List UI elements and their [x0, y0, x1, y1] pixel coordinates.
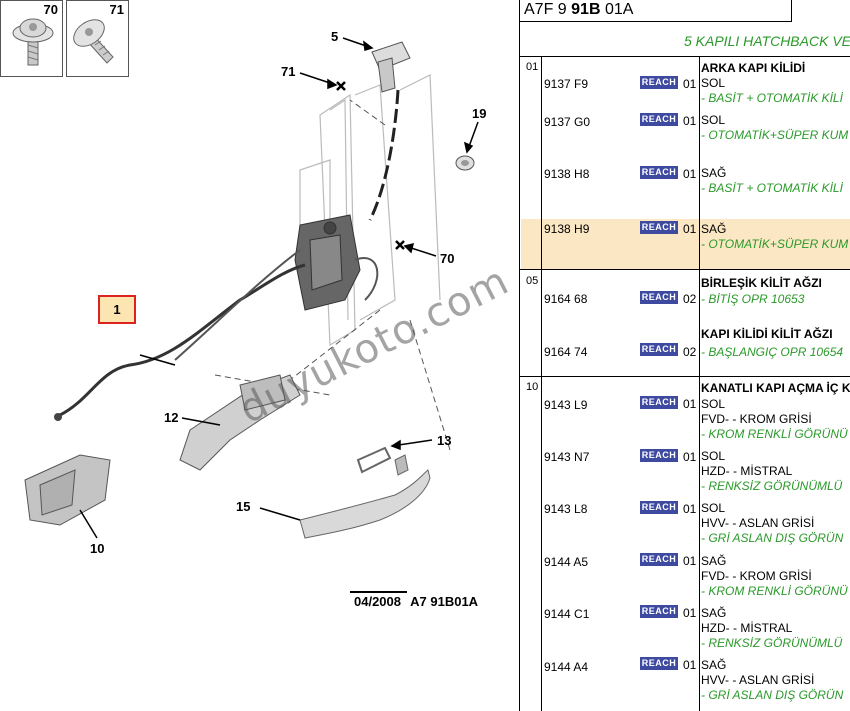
part-number: 9143 L8 [544, 502, 588, 516]
reach-badge: REACH [640, 113, 678, 126]
reach-badge: REACH [640, 449, 678, 462]
part-13-gasket [356, 446, 392, 474]
reach-badge: REACH [640, 501, 678, 514]
callout-13: 13 [437, 433, 452, 448]
reach-badge: REACH [640, 657, 678, 670]
part-number: 9144 C1 [544, 607, 590, 621]
screw-icon [12, 18, 54, 66]
panel-title: A7F 9 91B 01A [520, 0, 792, 22]
drawing-code: A7 91B01A [410, 594, 479, 609]
part-number: 9137 F9 [544, 77, 589, 91]
part-15-handle [299, 454, 431, 539]
reach-badge: REACH [640, 343, 678, 356]
quantity: 01 [683, 502, 697, 516]
quantity: 01 [683, 167, 697, 181]
callout-1-highlighted[interactable]: 1 [98, 295, 136, 324]
part-5-striker [371, 41, 411, 93]
part-description: SAĞ- OTOMATİK+SÜPER KUM [701, 222, 849, 251]
callout-15: 15 [236, 499, 251, 514]
callout-71: 71 [281, 64, 296, 79]
column-divider [541, 56, 542, 711]
group-number: 10 [526, 381, 539, 393]
part-number: 9138 H8 [544, 167, 590, 181]
part-10-module [24, 454, 111, 526]
quantity: 01 [683, 77, 697, 91]
reach-badge: REACH [640, 553, 678, 566]
reach-badge: REACH [640, 221, 678, 234]
thumbnail-number: 70 [43, 2, 58, 17]
part-12-bracket [179, 374, 301, 471]
part-number: 9164 74 [544, 345, 588, 359]
quantity: 01 [683, 554, 697, 568]
part-description: SOL- OTOMATİK+SÜPER KUM [701, 113, 849, 142]
group-separator [520, 376, 850, 377]
part-number: 9164 68 [544, 292, 588, 306]
part-number: 9143 N7 [544, 450, 590, 464]
group-name: BİRLEŞİK KİLİT AĞZI [701, 276, 822, 290]
group-name: ARKA KAPI KİLİDİ [701, 61, 806, 75]
quantity: 02 [683, 292, 697, 306]
drawing-date: 04/2008 [350, 591, 407, 609]
quantity: 01 [683, 397, 697, 411]
part-19-grommet [455, 155, 475, 171]
reach-badge: REACH [640, 396, 678, 409]
column-divider [699, 56, 700, 711]
drawing-reference: 04/2008 A7 91B01A [350, 591, 479, 609]
reach-badge: REACH [640, 166, 678, 179]
part-number: 9138 H9 [544, 222, 590, 236]
callout-19: 19 [472, 106, 487, 121]
quantity: 01 [683, 606, 697, 620]
part-lock-body [294, 214, 361, 311]
group-name: KANATLI KAPI AÇMA İÇ K [701, 381, 850, 395]
group-number: 01 [526, 61, 539, 73]
assembly-drawing [24, 37, 479, 539]
quantity: 01 [683, 114, 697, 128]
reach-badge: REACH [640, 605, 678, 618]
callout-70: 70 [440, 251, 455, 266]
thumbnail-number: 71 [109, 2, 124, 17]
group-subheading: KAPI KİLİDİ KİLİT AĞZI [701, 327, 833, 341]
quantity: 01 [683, 222, 697, 236]
quantity: 01 [683, 450, 697, 464]
part-description: - BİTİŞ OPR 10653 [701, 292, 805, 306]
group-number: 05 [526, 275, 539, 287]
callout-5: 5 [331, 29, 339, 44]
callout-10: 10 [90, 541, 105, 556]
parts-list-panel: A7F 9 91B 01A 5 KAPILI HATCHBACK VE 01 A… [519, 0, 850, 711]
reach-badge: REACH [640, 76, 678, 89]
thumbnail-part-70[interactable]: 70 [0, 0, 63, 77]
part-description: - BAŞLANGIÇ OPR 10654 [701, 345, 844, 359]
selected-row-highlight [521, 219, 850, 269]
screw-icon [73, 19, 114, 64]
quantity: 01 [683, 658, 697, 672]
part-number: 9137 G0 [544, 115, 591, 129]
exploded-parts-diagram: 70 71 [0, 0, 487, 609]
part-description: SAĞ- BASİT + OTOMATİK KİLİ [701, 166, 843, 195]
part-number: 9144 A5 [544, 555, 589, 569]
part-description: SOL- BASİT + OTOMATİK KİLİ [701, 76, 843, 105]
part-number: 9143 L9 [544, 398, 588, 412]
callout-12: 12 [164, 410, 179, 425]
part-number: 9144 A4 [544, 660, 589, 674]
group-separator [520, 269, 850, 270]
quantity: 02 [683, 345, 697, 359]
panel-subtitle: 5 KAPILI HATCHBACK VE [520, 22, 850, 57]
reach-badge: REACH [640, 291, 678, 304]
thumbnail-part-71[interactable]: 71 [66, 0, 129, 77]
